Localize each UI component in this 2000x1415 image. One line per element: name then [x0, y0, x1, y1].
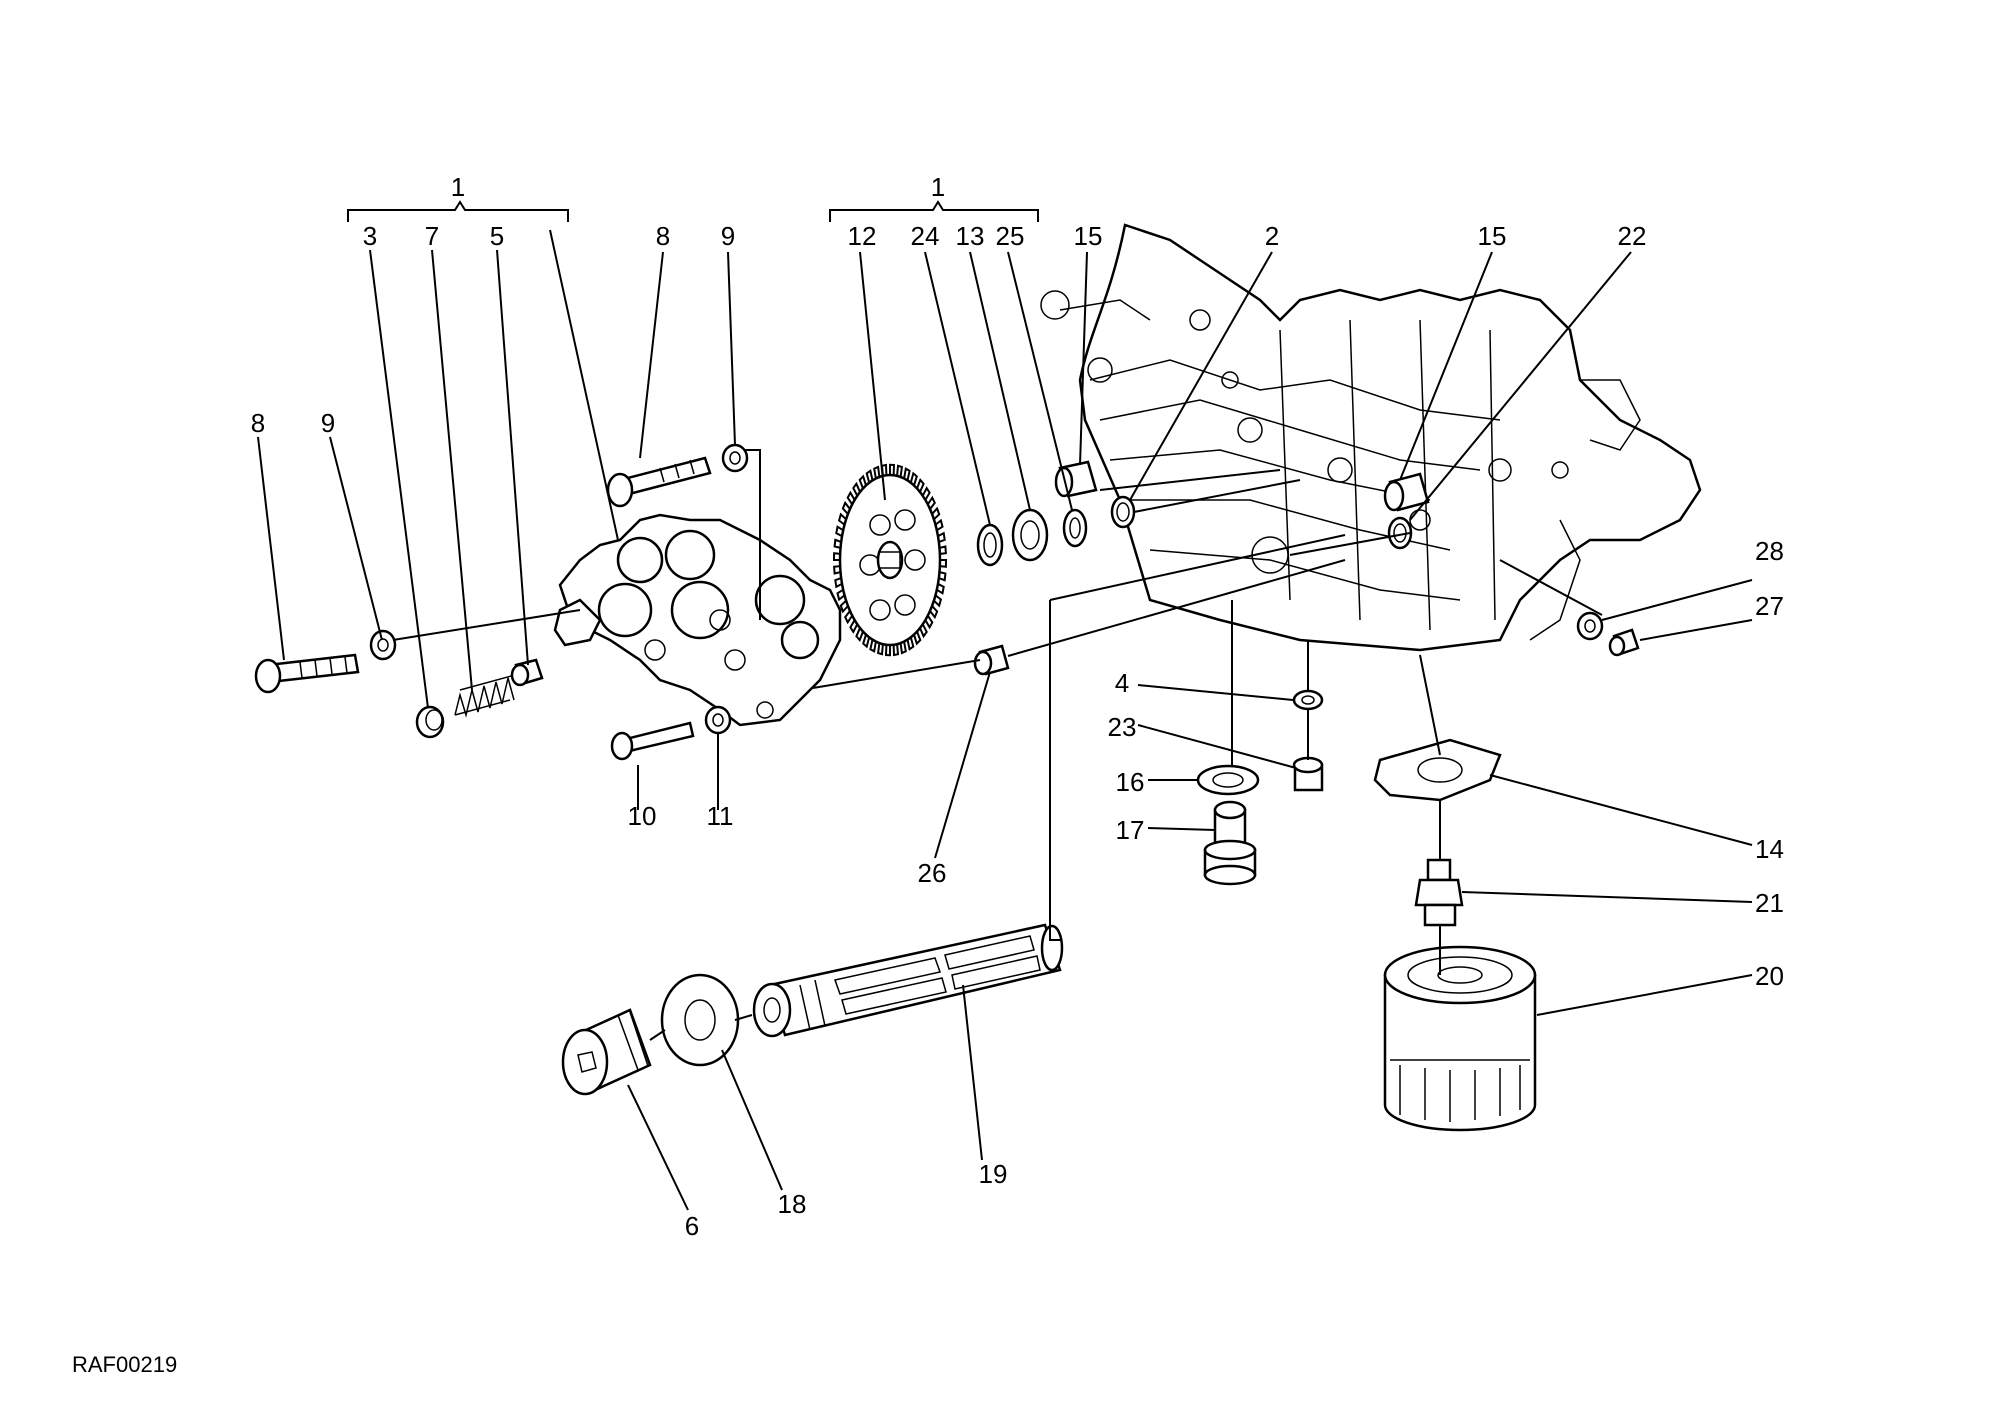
bushing-15-right: [1383, 472, 1430, 512]
washer-4: [1292, 689, 1324, 711]
oring-22: [1387, 516, 1413, 550]
bushing-15-left: [1054, 460, 1098, 498]
callout-11: 11: [707, 801, 734, 831]
callout-13: 13: [956, 221, 985, 251]
callout-3: 3: [363, 221, 377, 251]
valve-plunger-5: [510, 658, 544, 687]
callout-28: 28: [1755, 536, 1784, 566]
circlip-25: [1062, 508, 1088, 548]
leader-lines: [257, 229, 1753, 1211]
callout-15-right: 15: [1478, 221, 1507, 251]
pump-gear-12: [832, 463, 948, 657]
drawing-code: RAF00219: [72, 1352, 177, 1377]
strainer-plug-6: [561, 1008, 652, 1096]
group-bracket-right: [829, 200, 1039, 222]
bearing-13: [1011, 508, 1049, 562]
callout-14: 14: [1755, 834, 1784, 864]
filter-nipple-21: [1414, 858, 1464, 927]
callout-18: 18: [778, 1189, 807, 1219]
group-label-right: 1: [931, 172, 945, 202]
bolt-left-8: [254, 653, 360, 694]
callout-21: 21: [1755, 888, 1784, 918]
callout-8-left: 8: [251, 408, 265, 438]
bolt-top-8: [606, 456, 712, 508]
group-label-left: 1: [451, 172, 465, 202]
callout-12: 12: [848, 221, 877, 251]
circlip-24: [976, 523, 1004, 567]
crankcase-drawing: [1040, 223, 1702, 652]
callout-24: 24: [911, 221, 940, 251]
callout-5: 5: [490, 221, 504, 251]
plug-27: [1608, 628, 1640, 657]
strainer-washer-18: [660, 973, 740, 1067]
callout-15-left: 15: [1074, 221, 1103, 251]
callout-25: 25: [996, 221, 1025, 251]
washer-left-9: [369, 629, 397, 661]
callout-6: 6: [685, 1211, 699, 1241]
washer-top-9: [721, 443, 749, 473]
callout-27: 27: [1755, 591, 1784, 621]
spring-7: [454, 674, 516, 718]
callout-2: 2: [1265, 221, 1279, 251]
sleeve-26: [973, 644, 1010, 676]
callout-9-top: 9: [721, 221, 735, 251]
callout-17: 17: [1116, 815, 1145, 845]
callout-20: 20: [1755, 961, 1784, 991]
washer-small-11: [704, 705, 732, 735]
callout-7: 7: [425, 221, 439, 251]
oil-strainer-19: [752, 923, 1064, 1038]
callout-9-left: 9: [321, 408, 335, 438]
washer-16: [1196, 764, 1260, 796]
oring-2: [1110, 495, 1136, 529]
callout-26: 26: [918, 858, 947, 888]
callout-19: 19: [979, 1159, 1008, 1189]
oil-baffle-14: [1373, 738, 1502, 802]
bolt-small-10: [610, 721, 695, 761]
oil-pump-body: [553, 513, 842, 727]
callout-labels: 1 1 8 9 3 7 5 8 9 10 11 12 24 13 25 15 2…: [72, 172, 1784, 1377]
washer-28: [1576, 611, 1604, 641]
callout-4: 4: [1115, 668, 1129, 698]
callout-10: 10: [628, 801, 657, 831]
callout-8-top: 8: [656, 221, 670, 251]
oil-filter-20: [1383, 945, 1537, 1132]
callout-22: 22: [1618, 221, 1647, 251]
drain-plug-17: [1203, 800, 1257, 886]
callout-23: 23: [1108, 712, 1137, 742]
plug-23: [1292, 756, 1324, 792]
gear-teeth: [832, 463, 948, 657]
callout-16: 16: [1116, 767, 1145, 797]
group-bracket-left: [347, 200, 569, 222]
valve-cap-3: [415, 705, 445, 739]
